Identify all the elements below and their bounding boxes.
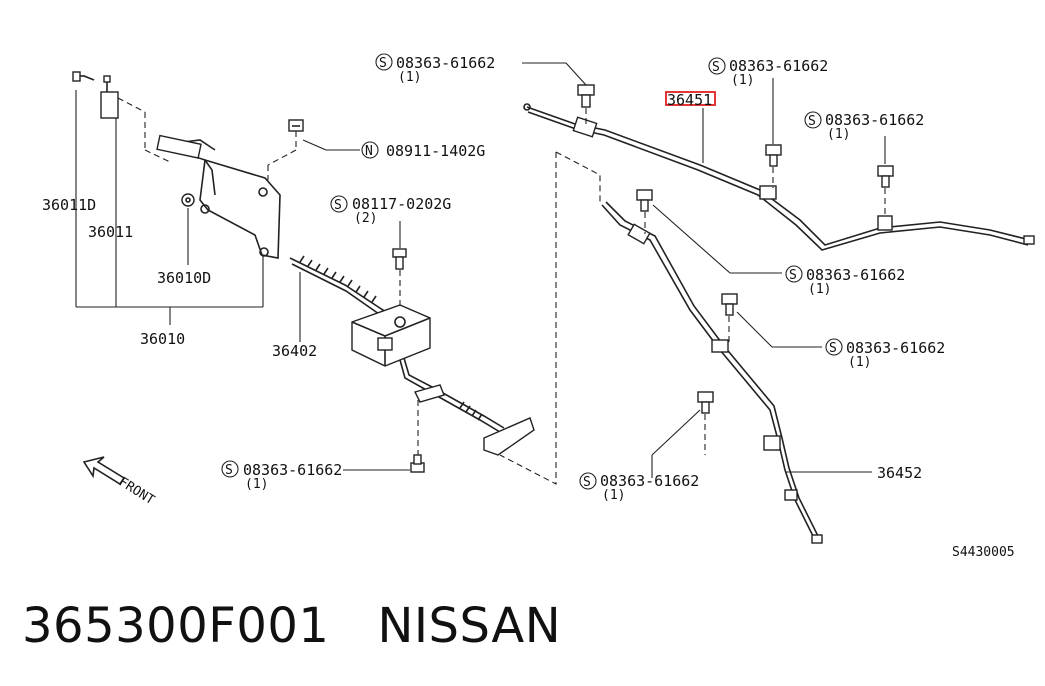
label-l4-code: 08911-1402G [386,142,485,160]
label-l3-symbol: S [808,114,816,129]
label-l7-code: 08363-61662 [846,339,945,357]
bolt-right-a [636,189,653,212]
bolt-upper-b [765,144,782,167]
label-l6-code: 08363-61662 [806,266,905,284]
label-l5-code: 08117-0202G [352,195,451,213]
highlight-box [665,91,716,106]
rear-cable-36452 [601,201,823,544]
part-36011d-label[interactable]: 36011D [42,196,96,214]
parking-brake-lever [156,134,281,259]
label-l8-symbol: S [225,463,233,478]
part-36010d-label[interactable]: 36010D [157,269,211,287]
front-direction-arrow: FRONT [82,456,157,509]
label-l5-symbol: S [334,198,342,213]
washer-36010d [181,193,195,207]
label-l1-qty: (1) [398,70,421,85]
bolt-right-c [697,391,714,414]
bolt-upper-a [577,84,595,108]
label-l7-symbol: S [829,341,837,356]
nut-08911 [288,119,304,132]
bolt-upper-c [877,165,894,188]
label-l1-code: 08363-61662 [396,54,495,72]
front-label: FRONT [116,475,157,509]
label-l8-qty: (1) [245,477,268,492]
part-36402-label[interactable]: 36402 [272,342,317,360]
label-l3-qty: (1) [827,127,850,142]
exploded-parts-diagram: FRONT S 08363-61662 (1) S 08363-61662 (1… [42,53,1035,560]
rear-cable-36451 [523,103,1035,251]
label-l3-code: 08363-61662 [825,111,924,129]
label-l2-symbol: S [712,60,720,75]
label-l6-symbol: S [789,268,797,283]
bolt-36011d [72,71,95,82]
label-l2-code: 08363-61662 [729,57,828,75]
front-cable-36402 [289,255,396,324]
label-l4-symbol: N [365,144,373,159]
footer-brand: NISSAN [377,598,562,654]
bracket-36011 [100,75,119,119]
equalizer-bracket [351,304,431,367]
label-l9-code: 08363-61662 [600,472,699,490]
label-l8-code: 08363-61662 [243,461,342,479]
label-l7-qty: (1) [848,355,871,370]
footer-part-number: 365300F001 [22,598,330,654]
part-36451-label[interactable]: 36451 [667,91,712,109]
label-l5-qty: (2) [354,211,377,226]
bolt-right-b [721,293,738,316]
label-l2-qty: (1) [731,73,754,88]
label-l6-qty: (1) [808,282,831,297]
footer-caption: 365300F001 NISSAN [22,598,561,654]
part-36011-label[interactable]: 36011 [88,223,133,241]
part-36010-label[interactable]: 36010 [140,330,185,348]
part-36452-label[interactable]: 36452 [877,464,922,482]
label-l9-qty: (1) [602,488,625,503]
label-l9-symbol: S [583,475,591,490]
rear-link-cable [399,357,535,456]
bolt-08117 [392,248,407,270]
drawing-code: S4430005 [952,545,1015,560]
bolt-lower-center [410,454,425,473]
label-l1-symbol: S [379,56,387,71]
